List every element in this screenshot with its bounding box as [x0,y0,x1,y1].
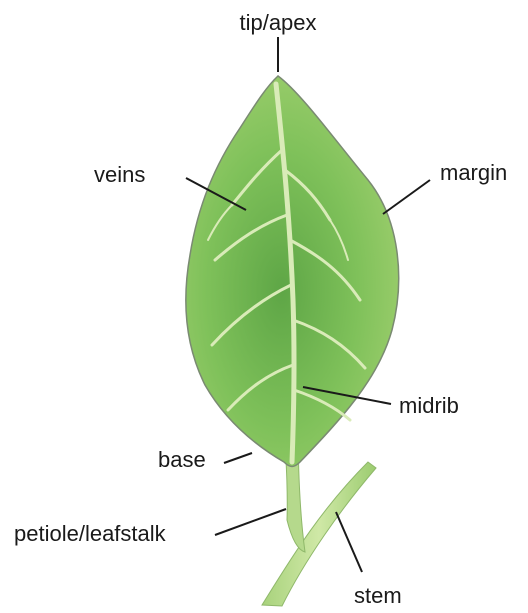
label-petiole: petiole/leafstalk [14,521,167,546]
stem-leader-line [336,512,362,572]
base-leader-line [224,453,252,463]
label-stem: stem [354,583,402,608]
label-margin: margin [440,160,507,185]
label-veins: veins [94,162,145,187]
label-base: base [158,447,206,472]
petiole-leader-line [215,509,286,535]
label-tip: tip/apex [239,10,316,35]
margin-leader-line [383,180,430,214]
label-midrib: midrib [399,393,459,418]
